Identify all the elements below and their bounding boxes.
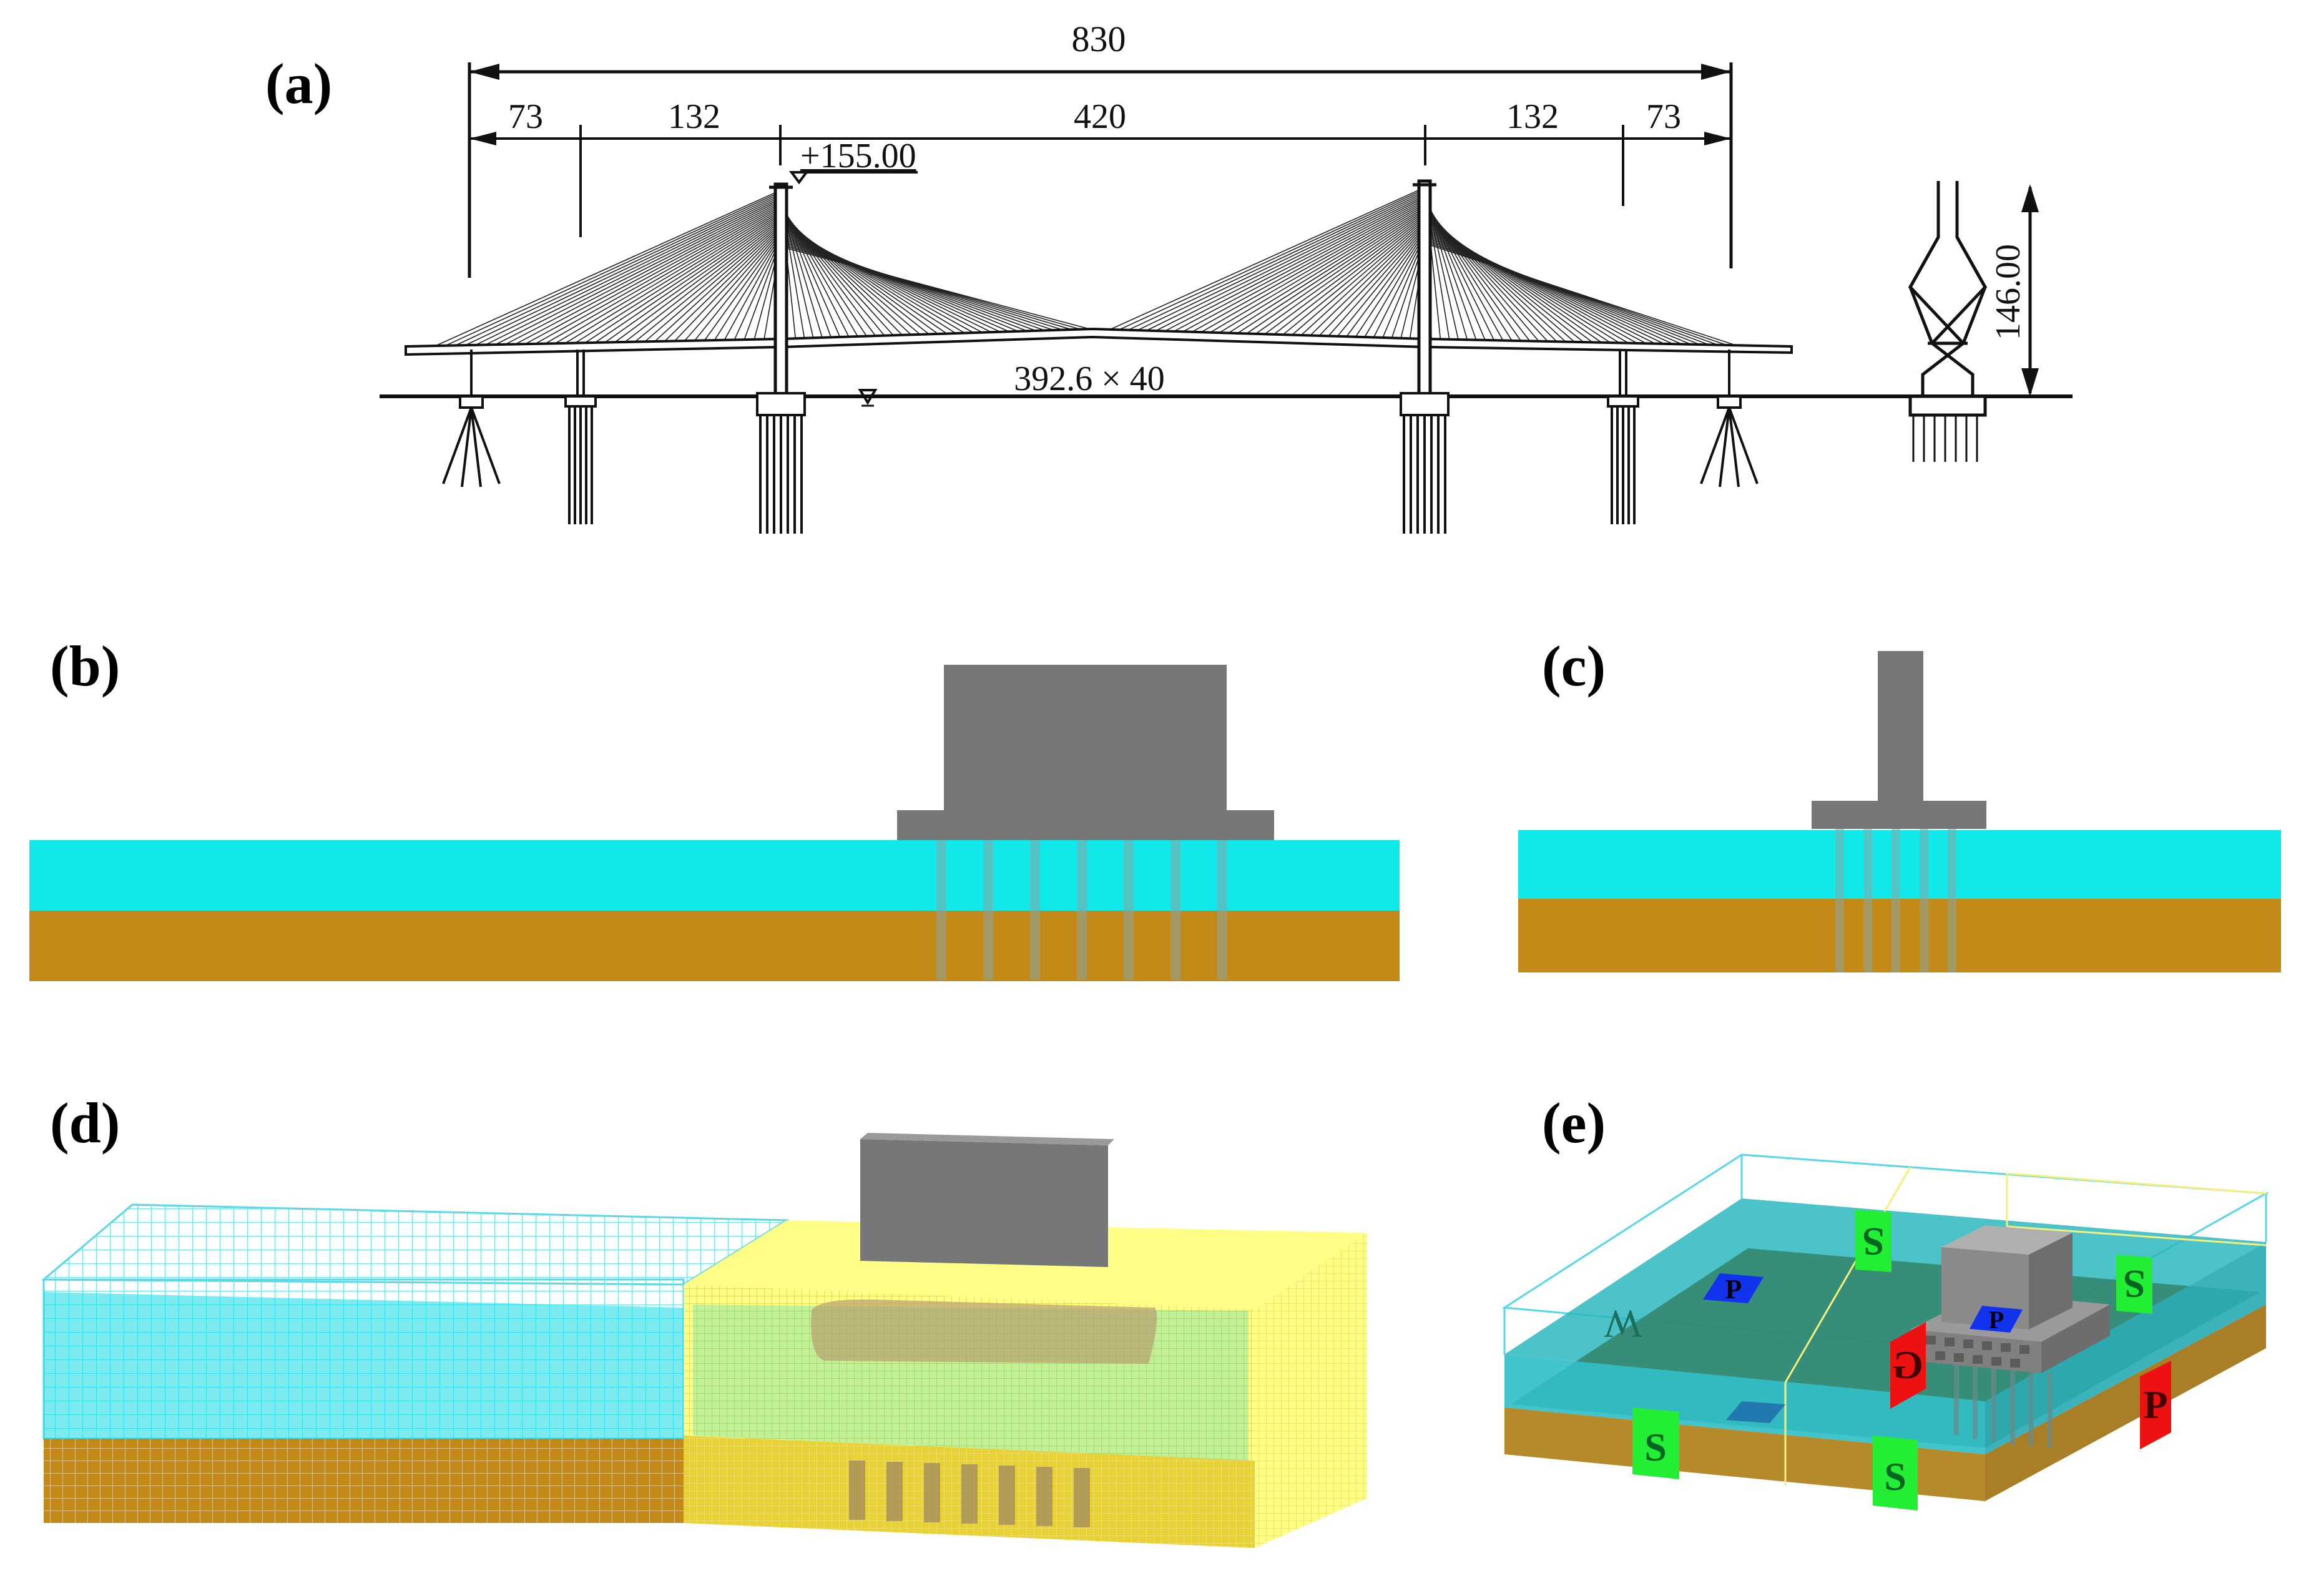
tower-height-label: 146.00: [1989, 244, 2028, 340]
span-left-inner-label: 132: [668, 97, 720, 136]
water-level-symbol: [858, 389, 878, 405]
svg-text:P: P: [2143, 1383, 2167, 1427]
svg-text:P: P: [1725, 1274, 1742, 1305]
panel-a-label: (a): [265, 52, 332, 115]
elevation-marker: [789, 171, 918, 185]
svg-text:S: S: [1884, 1454, 1906, 1499]
boundary-tag-s-top: S: [1855, 1210, 1891, 1272]
svg-text:S: S: [2123, 1262, 2146, 1306]
boundary-tag-w: W: [1604, 1302, 1642, 1346]
panel-c: (c): [1518, 634, 2281, 972]
water-layer: [29, 840, 1400, 911]
panel-b: (b): [29, 634, 1400, 981]
domain-side-water: [1985, 1242, 2266, 1454]
mesh-pier-body: [860, 1139, 1108, 1267]
main-span-label: 420: [1074, 97, 1126, 136]
pile-group: [1835, 829, 1956, 972]
soil-layer: [29, 911, 1400, 981]
panel-c-label: (c): [1542, 634, 1606, 698]
panel-d: (d): [41, 1091, 1367, 1548]
e-structure: [1910, 1225, 2110, 1448]
pile-cap: [1812, 801, 1986, 829]
panel-a: (a) 830 73 132 420 132 73: [265, 19, 2073, 534]
pile-group: [936, 840, 1227, 980]
svg-text:S: S: [1862, 1220, 1885, 1264]
boundary-tag-p-structure: P: [1970, 1306, 2023, 1334]
pier-body: [944, 665, 1227, 810]
tower-top-elevation: +155.00: [800, 137, 916, 175]
mesh-pile-cap: [811, 1299, 1157, 1364]
span-right-outer-label: 73: [1646, 97, 1681, 136]
span-left-outer-label: 73: [508, 97, 543, 136]
zone-partition-lines: [1784, 1167, 2267, 1486]
domain-front-soil: [1504, 1408, 1985, 1501]
piers-and-piles: [442, 350, 1759, 534]
panel-e-label: (e): [1542, 1091, 1606, 1155]
span-right-inner-label: 132: [1506, 97, 1559, 136]
navigation-clearance-label: 392.6 × 40: [1014, 360, 1165, 398]
domain-side-soil: [1985, 1305, 2266, 1501]
tower-height-dimension: [2021, 184, 2039, 396]
boundary-tag-s-right: S: [2116, 1255, 2152, 1314]
total-span-label: 830: [1072, 19, 1126, 59]
bridge-deck: [405, 327, 1793, 356]
mesh-top-face: [41, 1203, 790, 1286]
boundary-tag-p-side: P: [2140, 1361, 2171, 1449]
svg-text:S: S: [1644, 1425, 1667, 1469]
boundary-tag-s-front-left: S: [1632, 1408, 1679, 1479]
pier-column: [1878, 651, 1923, 801]
svg-text:G: G: [1892, 1343, 1923, 1387]
svg-text:W: W: [1604, 1302, 1642, 1346]
panel-b-label: (b): [50, 634, 120, 698]
total-span-dimension: [468, 62, 1733, 278]
boundary-tag-p-top: P: [1703, 1273, 1764, 1305]
boundary-tag-g: G: [1890, 1322, 1926, 1409]
panel-e: (e): [1501, 1091, 2270, 1510]
boundary-tag-s-front-mid: S: [1873, 1436, 1918, 1510]
pile-cap: [897, 810, 1274, 840]
stay-cables: [436, 187, 1736, 346]
panel-d-label: (d): [50, 1091, 120, 1155]
mesh-piles: [849, 1461, 1090, 1527]
svg-text:P: P: [1989, 1306, 2004, 1334]
seabed-patch: [1726, 1401, 1785, 1423]
span-breakdown-dimension: [469, 125, 1731, 237]
tower-cross-section: [1908, 181, 1988, 462]
